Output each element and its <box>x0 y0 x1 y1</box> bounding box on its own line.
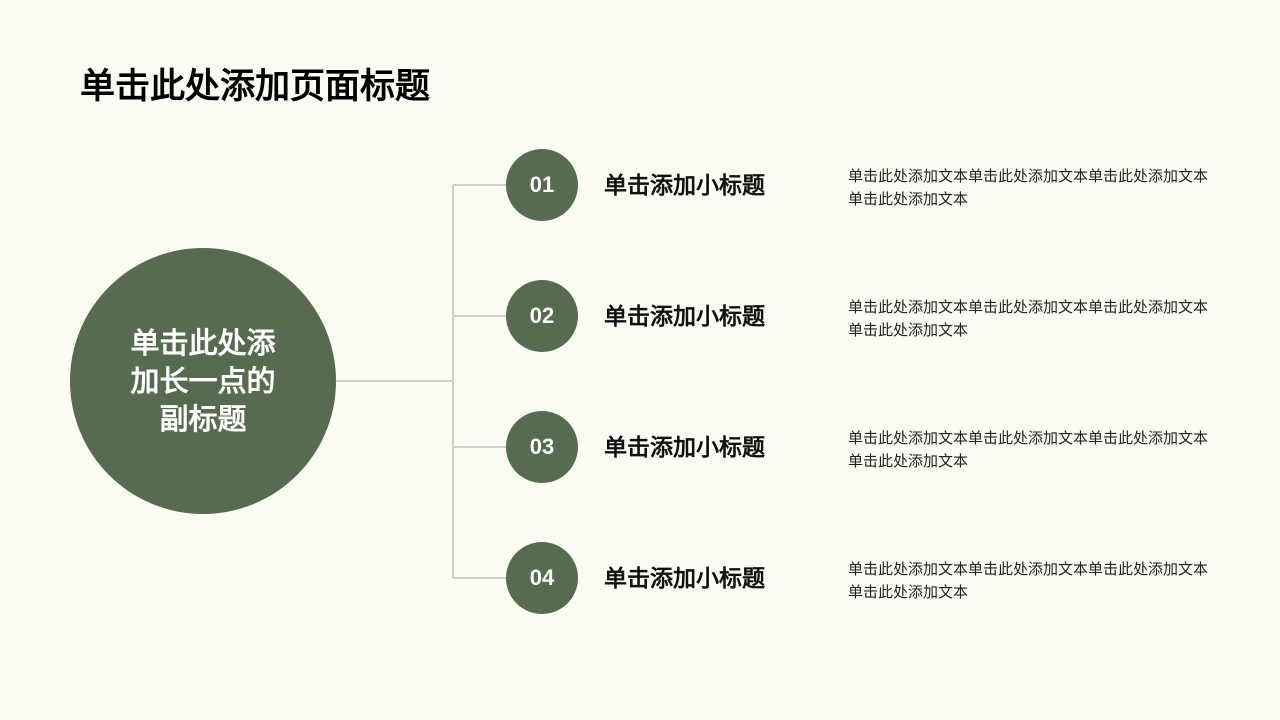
item-title: 单击添加小标题 <box>604 566 765 592</box>
item-description: 单击此处添加文本单击此处添加文本单击此处添加文本单击此处添加文本 <box>848 298 1209 339</box>
item-number-badge: 02 <box>506 280 578 352</box>
item-number-badge: 04 <box>506 542 578 614</box>
center-circle: 单击此处添加长一点的副标题 <box>70 248 336 514</box>
item-description: 单击此处添加文本单击此处添加文本单击此处添加文本单击此处添加文本 <box>848 429 1209 470</box>
item-title: 单击添加小标题 <box>604 173 765 199</box>
center-circle-label: 单击此处添加长一点的副标题 <box>130 326 276 436</box>
item-description: 单击此处添加文本单击此处添加文本单击此处添加文本单击此处添加文本 <box>848 167 1209 208</box>
item-description: 单击此处添加文本单击此处添加文本单击此处添加文本单击此处添加文本 <box>848 560 1209 601</box>
item-number-badge: 01 <box>506 149 578 221</box>
item-title: 单击添加小标题 <box>604 435 765 461</box>
page-title: 单击此处添加页面标题 <box>80 67 431 107</box>
item-title: 单击添加小标题 <box>604 304 765 330</box>
item-number-badge: 03 <box>506 411 578 483</box>
